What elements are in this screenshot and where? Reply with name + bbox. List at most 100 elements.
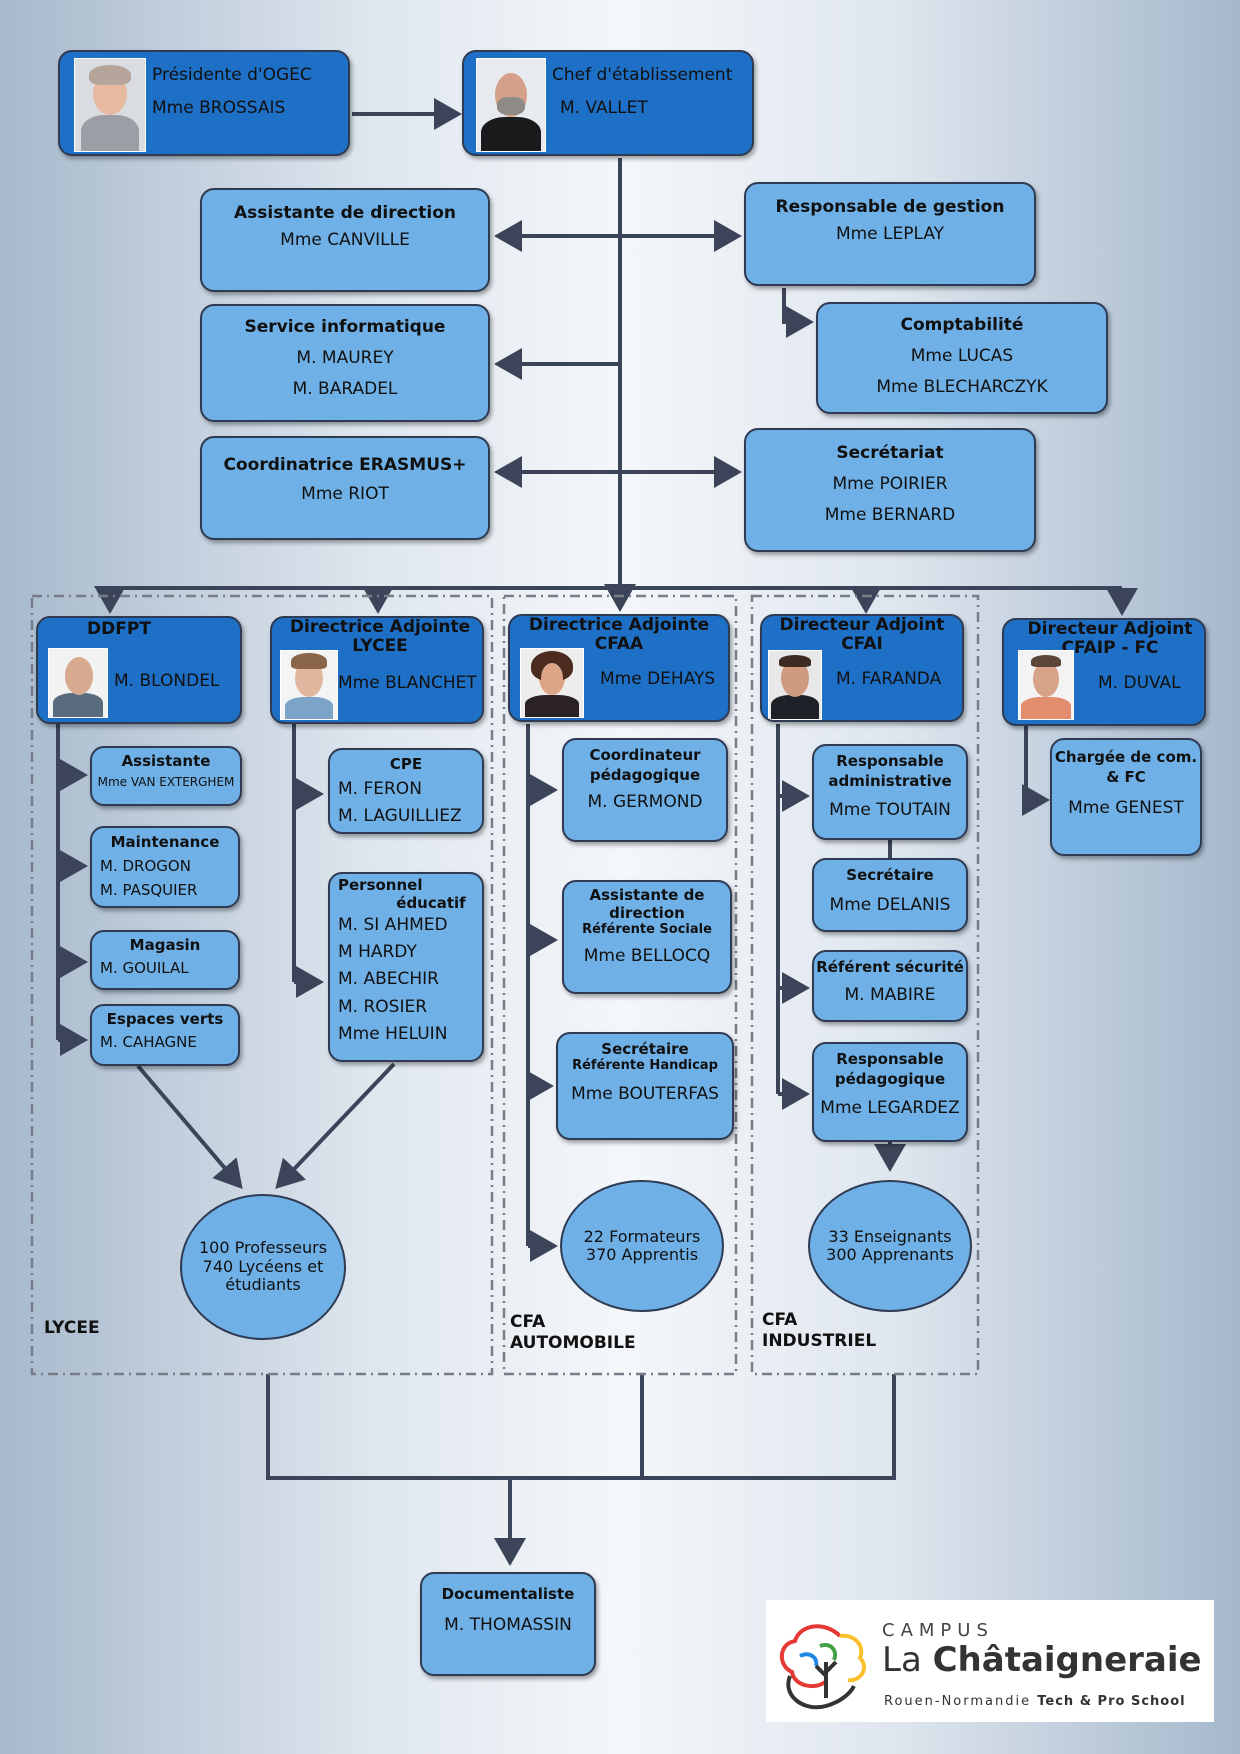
- ddfpt-title: DDFPT: [87, 619, 151, 639]
- erasmus-box[interactable]: Coordinatrice ERASMUS+ Mme RIOT: [200, 436, 490, 540]
- assistante-cfaa-name: Mme BELLOCQ: [583, 945, 711, 966]
- ddfpt-box[interactable]: DDFPT M. BLONDEL: [36, 616, 242, 724]
- ddfpt-assistante-title: Assistante: [121, 752, 211, 770]
- coordinateur-pedagogique-box[interactable]: Coordinateur pédagogique M. GERMOND: [562, 738, 728, 842]
- referent-securite-box[interactable]: Référent sécurité M. MABIRE: [812, 950, 968, 1022]
- chestnut-tree-logo-icon: [779, 1624, 867, 1710]
- coordinateur-title-1: Coordinateur: [589, 746, 701, 764]
- directrice-cfaa-title: Directrice Adjointe CFAA: [528, 615, 710, 654]
- maintenance-name-2: M. PASQUIER: [100, 881, 198, 899]
- secretaire-cfaa-box[interactable]: Secrétaire Référente Handicap Mme BOUTER…: [556, 1032, 734, 1140]
- responsable-administrative-box[interactable]: Responsable administrative Mme TOUTAIN: [812, 744, 968, 840]
- directeur-cfai-photo: [768, 650, 822, 720]
- espaces-verts-title: Espaces verts: [106, 1010, 224, 1028]
- responsable-gestion-name: Mme LEPLAY: [835, 224, 945, 245]
- directeur-cfaip-box[interactable]: Directeur Adjoint CFAIP - FC M. DUVAL: [1002, 618, 1206, 726]
- assistante-cfaa-sub: Référente Sociale: [582, 922, 712, 937]
- personnel-educatif-box[interactable]: Personnel éducatif M. SI AHMED M HARDY M…: [328, 872, 484, 1062]
- chef-etablissement-photo: [476, 58, 546, 152]
- directrice-lycee-title: Directrice Adjointe LYCEE: [289, 617, 471, 656]
- logo-la-text: La: [882, 1640, 922, 1680]
- coordinateur-title-2: pédagogique: [589, 765, 701, 784]
- cpe-box[interactable]: CPE M. FERON M. LAGUILLIEZ: [328, 748, 484, 834]
- assistante-cfaa-box[interactable]: Assistante de direction Référente Social…: [562, 880, 732, 994]
- lycee-circle-line-1: 100 Professeurs: [198, 1238, 328, 1258]
- magasin-box[interactable]: Magasin M. GOUILAL: [90, 930, 240, 990]
- ogec-role: Présidente d'OGEC: [152, 65, 312, 85]
- maintenance-title: Maintenance: [110, 833, 220, 851]
- directeur-cfai-title: Directeur Adjoint CFAI: [779, 615, 945, 654]
- cpe-name-2: M. LAGUILLIEZ: [338, 806, 462, 827]
- secretariat-title: Secrétariat: [836, 443, 944, 463]
- referent-securite-name: M. MABIRE: [844, 984, 936, 1005]
- secretariat-box[interactable]: Secrétariat Mme POIRIER Mme BERNARD: [744, 428, 1036, 552]
- ogec-president-box[interactable]: Présidente d'OGEC Mme BROSSAIS: [58, 50, 350, 156]
- ogec-name: Mme BROSSAIS: [152, 98, 286, 119]
- directeur-cfai-name: M. FARANDA: [836, 669, 942, 689]
- magasin-name: M. GOUILAL: [100, 958, 189, 977]
- assistante-direction-box[interactable]: Assistante de direction Mme CANVILLE: [200, 188, 490, 292]
- documentaliste-title: Documentaliste: [441, 1585, 575, 1603]
- directrice-lycee-photo: [280, 650, 338, 720]
- logo-tag-bold: Tech & Pro School: [1037, 1694, 1186, 1709]
- cpe-name-1: M. FERON: [338, 779, 422, 799]
- secretaire-cfaa-name: Mme BOUTERFAS: [571, 1083, 719, 1104]
- responsable-gestion-box[interactable]: Responsable de gestion Mme LEPLAY: [744, 182, 1036, 286]
- secretariat-name-1: Mme POIRIER: [832, 474, 948, 495]
- directeur-cfaip-name: M. DUVAL: [1098, 673, 1181, 693]
- zone-label-lycee: LYCEE: [44, 1318, 100, 1338]
- referent-securite-title: Référent sécurité: [816, 958, 964, 976]
- chef-etablissement-box[interactable]: Chef d'établissement M. VALLET: [462, 50, 754, 156]
- comptabilite-title: Comptabilité: [900, 315, 1024, 335]
- ddfpt-assistante-name: Mme VAN EXTERGHEM: [97, 774, 235, 789]
- personnel-educatif-name-2: M HARDY: [338, 942, 417, 963]
- maintenance-box[interactable]: Maintenance M. DROGON M. PASQUIER: [90, 826, 240, 908]
- logo-tagline: Rouen-Normandie: [884, 1694, 1032, 1709]
- comptabilite-box[interactable]: Comptabilité Mme LUCAS Mme BLECHARCZYK: [816, 302, 1108, 414]
- maintenance-name-1: M. DROGON: [100, 857, 191, 875]
- resp-admin-name: Mme TOUTAIN: [829, 800, 951, 820]
- cfai-circle-line-2: 300 Apprenants: [826, 1245, 954, 1264]
- logo-name-text: Châtaigneraie: [932, 1640, 1202, 1680]
- resp-admin-title-1: Responsable: [836, 752, 944, 770]
- zone-label-cfaa-1: CFA: [510, 1312, 546, 1332]
- service-informatique-box[interactable]: Service informatique M. MAUREY M. BARADE…: [200, 304, 490, 422]
- directeur-cfaip-photo: [1018, 650, 1074, 720]
- service-informatique-title: Service informatique: [244, 317, 446, 337]
- service-informatique-name-2: M. BARADEL: [292, 379, 398, 400]
- chef-name: M. VALLET: [560, 98, 648, 119]
- directeur-cfai-box[interactable]: Directeur Adjoint CFAI M. FARANDA: [760, 614, 964, 722]
- responsable-pedagogique-box[interactable]: Responsable pédagogique Mme LEGARDEZ: [812, 1042, 968, 1142]
- lycee-circle-line-3: étudiants: [225, 1275, 301, 1295]
- documentaliste-box[interactable]: Documentaliste M. THOMASSIN: [420, 1572, 596, 1676]
- cfai-population-circle: 33 Enseignants 300 Apprenants: [808, 1180, 972, 1312]
- directrice-lycee-name: Mme BLANCHET: [338, 673, 477, 693]
- ddfpt-assistante-box[interactable]: Assistante Mme VAN EXTERGHEM: [90, 746, 242, 806]
- coordinateur-name: M. GERMOND: [587, 792, 703, 812]
- secretaire-cfaa-sub: Référente Handicap: [572, 1058, 718, 1073]
- lycee-population-circle: 100 Professeurs 740 Lycéens et étudiants: [180, 1194, 346, 1340]
- cfai-circle-line-1: 33 Enseignants: [828, 1226, 952, 1246]
- resp-peda-name: Mme LEGARDEZ: [820, 1098, 960, 1118]
- chargee-com-title-2: & FC: [1106, 767, 1146, 786]
- assistante-direction-title: Assistante de direction: [234, 203, 456, 223]
- assistante-cfaa-title-1: Assistante de: [589, 886, 705, 904]
- resp-admin-title-2: administrative: [828, 771, 952, 790]
- lycee-circle-line-2: 740 Lycéens et: [202, 1256, 324, 1276]
- directrice-cfaa-box[interactable]: Directrice Adjointe CFAA Mme DEHAYS: [508, 614, 730, 722]
- secretaire-cfaa-title: Secrétaire: [601, 1040, 689, 1058]
- comptabilite-name-2: Mme BLECHARCZYK: [876, 377, 1048, 398]
- resp-peda-title-1: Responsable: [836, 1050, 944, 1068]
- documentaliste-name: M. THOMASSIN: [444, 1615, 572, 1635]
- secretaire-cfai-name: Mme DELANIS: [829, 894, 951, 915]
- cfaa-circle-line-2: 370 Apprentis: [585, 1245, 699, 1264]
- ddfpt-photo: [48, 648, 108, 718]
- cfaa-circle-line-1: 22 Formateurs: [583, 1226, 701, 1246]
- directrice-lycee-box[interactable]: Directrice Adjointe LYCEE Mme BLANCHET: [270, 616, 484, 724]
- chargee-com-box[interactable]: Chargée de com. & FC Mme GENEST: [1050, 738, 1202, 856]
- directrice-cfaa-photo: [520, 648, 584, 718]
- secretaire-cfai-title: Secrétaire: [846, 866, 934, 884]
- espaces-verts-box[interactable]: Espaces verts M. CAHAGNE: [90, 1004, 240, 1066]
- secretaire-cfai-box[interactable]: Secrétaire Mme DELANIS: [812, 858, 968, 932]
